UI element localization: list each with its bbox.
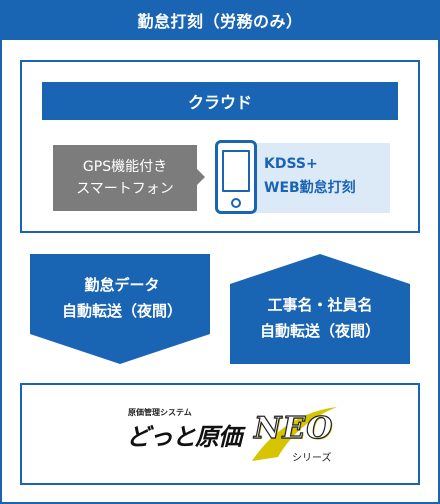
arrow-down-line1: 勤怠データ — [84, 276, 160, 294]
smartphone-button-icon — [231, 198, 241, 208]
kdss-line2: WEB勤怠打刻 — [264, 180, 356, 196]
cloud-label: クラウド — [187, 93, 252, 112]
gps-pointer-icon — [197, 169, 205, 185]
kdss-line1: KDSS+ — [264, 156, 318, 172]
logo-swoosh-icon — [252, 407, 337, 461]
arrow-down-icon — [30, 254, 210, 364]
arrow-down-line2: 自動転送（夜間） — [61, 302, 182, 320]
gps-line1: GPS機能付き — [82, 159, 168, 175]
product-logo-panel: 原価管理システム どっと原価 NEO シリーズ — [20, 383, 420, 485]
arrow-down-label: 勤怠データ 自動転送（夜間） — [34, 272, 210, 324]
arrow-up-line1: 工事名・社員名 — [267, 296, 373, 314]
arrow-up-icon — [230, 254, 410, 364]
cloud-panel: クラウド GPS機能付き スマートフォン KDSS+ WEB勤怠打刻 — [20, 60, 420, 233]
smartphone-screen-icon — [222, 150, 250, 192]
logo-subtitle: 原価管理システム — [128, 408, 192, 417]
logo-neo-text: NEO — [253, 410, 334, 446]
arrow-up-label: 工事名・社員名 自動転送（夜間） — [228, 292, 412, 344]
logo-series-text: シリーズ — [292, 453, 332, 464]
page-title: 勤怠打刻（労務のみ） — [0, 0, 440, 40]
page-title-text: 勤怠打刻（労務のみ） — [137, 12, 303, 31]
smartphone-icon — [215, 140, 257, 214]
gps-line2: スマートフォン — [76, 181, 174, 197]
arrow-up-line2: 自動転送（夜間） — [259, 322, 380, 340]
kdss-label: KDSS+ WEB勤怠打刻 — [264, 152, 394, 200]
gps-smartphone-box: GPS機能付き スマートフォン — [53, 145, 197, 211]
cloud-label-bar: クラウド — [42, 82, 398, 120]
logo-main-text: どっと原価 — [126, 422, 242, 451]
